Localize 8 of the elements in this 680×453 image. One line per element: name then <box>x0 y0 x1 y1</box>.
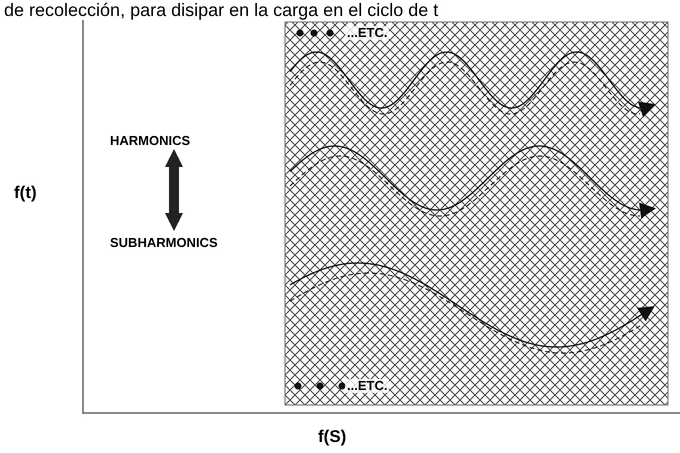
axis-label: f(t) <box>14 182 37 204</box>
axis-label: f(S) <box>318 426 346 448</box>
text-label: HARMONICS <box>110 133 190 148</box>
double-arrow <box>165 149 183 231</box>
caption-text: de recolección, para disipar en la carga en el ciclo de t <box>4 0 438 20</box>
etc-label: ...ETC. <box>345 379 390 393</box>
etc-label: ...ETC. <box>345 26 390 40</box>
text-label: SUBHARMONICS <box>110 235 218 250</box>
